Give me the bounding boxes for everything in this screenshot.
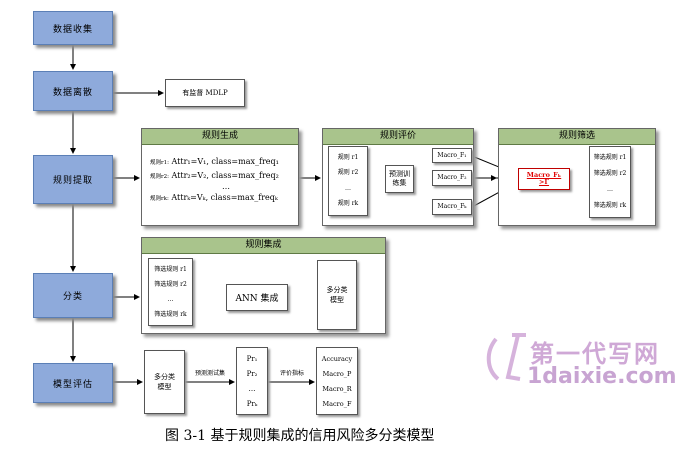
eval-model-box: 多分类 模型 bbox=[144, 350, 185, 414]
metric-item: Macro_R bbox=[322, 384, 352, 393]
metric-label: 评价指标 bbox=[279, 370, 304, 377]
rule-list-item: … bbox=[345, 184, 351, 192]
filtered-rule-item: 筛选规则 rk bbox=[593, 202, 627, 209]
rule-ensemble-title: 规则集成 bbox=[142, 238, 385, 254]
macro-f1-label: Macro_F₁ bbox=[437, 151, 467, 159]
mdlp-box: 有监督 MDLP bbox=[165, 79, 245, 107]
step-rule-extraction-label: 规则提取 bbox=[52, 176, 93, 186]
metric-item: Accuracy bbox=[321, 354, 353, 363]
step-model-evaluation: 模型评估 bbox=[33, 363, 113, 403]
macro-f1-box: Macro_F₁ bbox=[432, 148, 472, 163]
rule-item: 规则r1: Attr₁=V₁, class=max_freq₁ bbox=[150, 157, 279, 166]
rule-evaluation-title: 规则评价 bbox=[323, 129, 473, 145]
step-data-discretization-label: 数据离散 bbox=[52, 87, 93, 98]
mdlp-label: 有监督 MDLP bbox=[182, 89, 228, 97]
multiclass-model-box: 多分类 模型 bbox=[317, 260, 357, 330]
rule-list-box: 规则 r1 规则 r2 … 规则 rk bbox=[328, 146, 368, 216]
macro-fk-box: Macro_Fₖ bbox=[432, 199, 472, 215]
watermark-logo-icon bbox=[486, 333, 526, 381]
ensemble-rule-item: 筛选规则 r2 bbox=[154, 280, 187, 288]
rule-ellipsis: … bbox=[222, 182, 230, 191]
rule-generation-list: 规则r1: Attr₁=V₁, class=max_freq₁ 规则r2: At… bbox=[150, 157, 296, 205]
ann-ensemble-label: ANN 集成 bbox=[235, 294, 279, 304]
metrics-list-box: Accuracy Macro_P Macro_R Macro_F bbox=[316, 347, 358, 415]
step-model-evaluation-label: 模型评估 bbox=[52, 379, 93, 390]
step-rule-extraction: 规则提取 bbox=[33, 155, 113, 204]
test-set-label: 预测测试集 bbox=[194, 370, 225, 377]
step-data-discretization: 数据离散 bbox=[33, 71, 113, 111]
filter-criterion-label: Macro_Fₖ >Γ bbox=[526, 171, 562, 186]
rule-list-item: 规则 rk bbox=[337, 200, 359, 208]
ensemble-rule-item: … bbox=[167, 295, 174, 303]
rule-generation-title: 规则生成 bbox=[142, 129, 298, 145]
filtered-rule-item: 筛选规则 r1 bbox=[593, 154, 627, 161]
rule-generation-panel: 规则生成 规则r1: Attr₁=V₁, class=max_freq₁ 规则r… bbox=[141, 128, 299, 226]
train-set-label: 预测训练集 bbox=[389, 170, 410, 187]
eval-model-label: 多分类 模型 bbox=[154, 373, 175, 391]
filtered-rule-list-box: 筛选规则 r1 筛选规则 r2 … 筛选规则 rk bbox=[589, 146, 631, 218]
prediction-item: Pr₂ bbox=[246, 369, 258, 378]
prediction-item: … bbox=[248, 384, 256, 393]
metric-item: Macro_F bbox=[322, 399, 352, 408]
watermark-cn: 第一代写网 bbox=[530, 340, 660, 368]
prediction-list-box: Pr₁ Pr₂ … Prₖ bbox=[236, 347, 268, 415]
multiclass-model-label: 多分类 模型 bbox=[326, 286, 348, 304]
filtered-rule-item: 筛选规则 r2 bbox=[593, 170, 627, 177]
rule-item: 规则rk: Attrₖ=Vₖ, class=max_freqₖ bbox=[150, 193, 278, 202]
ensemble-rule-item: 筛选规则 r1 bbox=[154, 265, 187, 273]
prediction-item: Prₖ bbox=[246, 399, 258, 408]
macro-fk-label: Macro_Fₖ bbox=[437, 203, 467, 210]
step-data-collection-label: 数据收集 bbox=[52, 24, 93, 35]
macro-f2-label: Macro_F₂ bbox=[437, 174, 467, 181]
filter-criterion-box: Macro_Fₖ >Γ bbox=[518, 168, 570, 190]
ann-ensemble-box: ANN 集成 bbox=[226, 284, 288, 311]
rule-list-item: 规则 r2 bbox=[337, 169, 359, 177]
train-set-box: 预测训练集 bbox=[385, 165, 414, 193]
watermark-en: 1daixie.com bbox=[527, 364, 677, 389]
macro-f2-box: Macro_F₂ bbox=[432, 170, 472, 186]
filtered-rule-item: … bbox=[607, 186, 613, 193]
step-classification: 分类 bbox=[33, 273, 113, 318]
step-classification-label: 分类 bbox=[62, 292, 83, 302]
step-data-collection: 数据收集 bbox=[33, 11, 113, 45]
prediction-item: Pr₁ bbox=[246, 354, 258, 363]
rule-list-item: 规则 r1 bbox=[337, 153, 359, 161]
ensemble-rule-item: 筛选规则 rk bbox=[154, 310, 187, 318]
figure-caption: 图 3-1 基于规则集成的信用风险多分类模型 bbox=[165, 428, 435, 444]
rule-item: 规则r2: Attr₂=V₂, class=max_freq₂ bbox=[150, 171, 279, 180]
ensemble-rule-list-box: 筛选规则 r1 筛选规则 r2 … 筛选规则 rk bbox=[148, 258, 193, 326]
rule-filter-title: 规则筛选 bbox=[499, 129, 655, 145]
metric-item: Macro_P bbox=[322, 369, 352, 378]
